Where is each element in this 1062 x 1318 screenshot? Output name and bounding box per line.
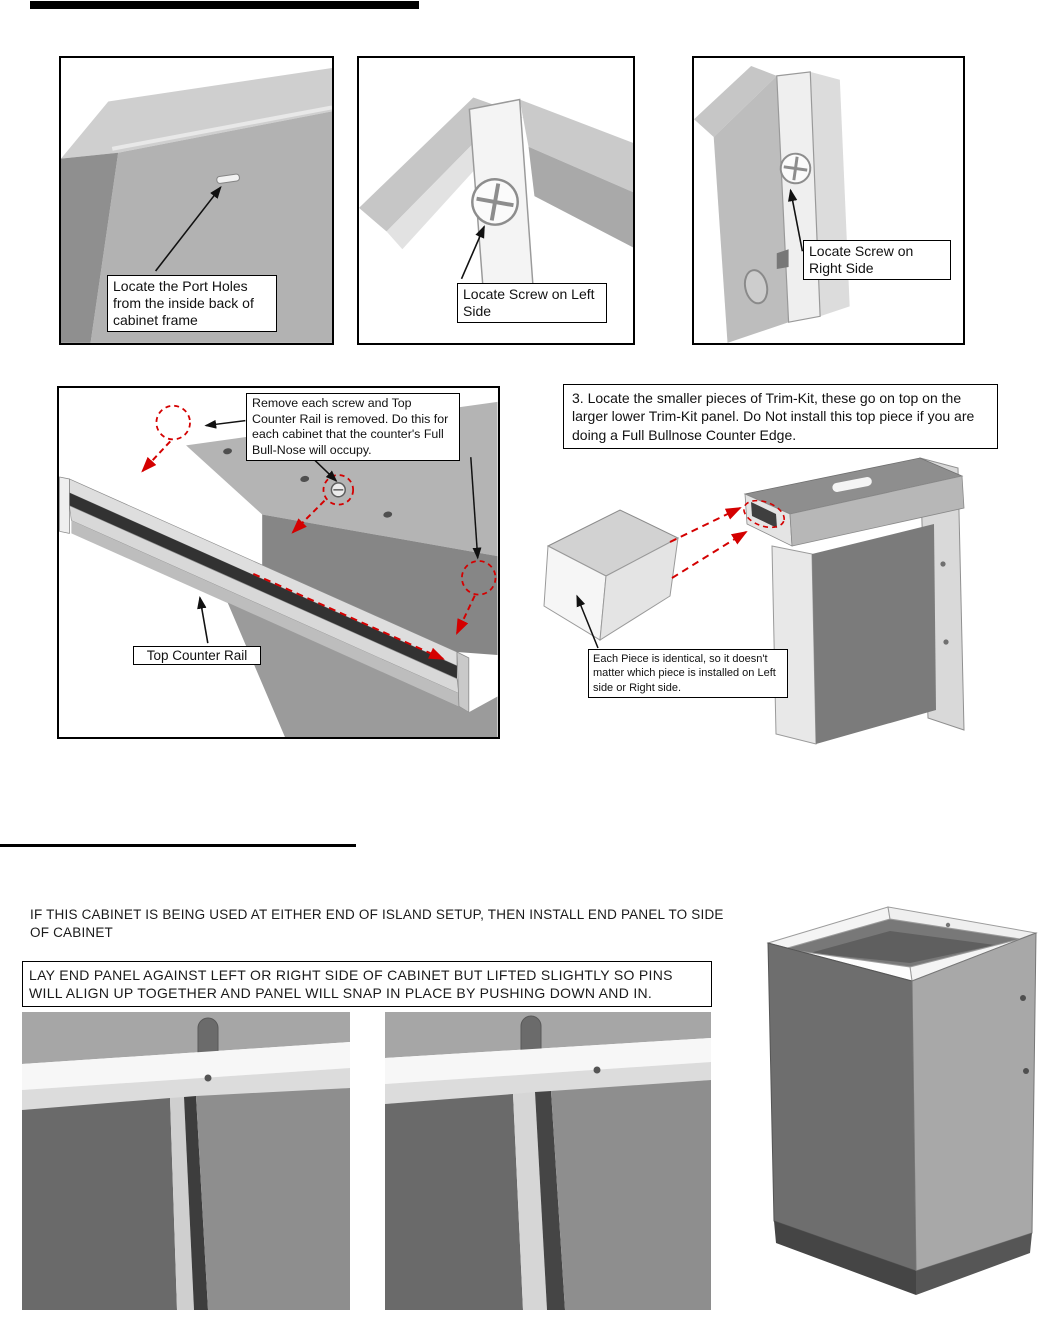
cabinet-base-front (774, 1221, 916, 1295)
rail-highlight-edge (111, 105, 332, 151)
rail-left-end-cap (59, 476, 70, 534)
callout-screw-left: Locate Screw on Left Side (457, 283, 607, 324)
rail-front-face (71, 520, 459, 707)
cabinet-top-slab (519, 99, 633, 193)
oval-hole (743, 269, 769, 305)
step3-instruction: 3. Locate the smaller pieces of Trim-Kit… (563, 384, 998, 450)
screw-hole (223, 448, 232, 455)
top-rail-lower-band (385, 1062, 711, 1104)
rail-right-end-cap (456, 651, 470, 713)
red-dashed-circle (322, 474, 355, 506)
cabinet-side-slab (528, 146, 633, 248)
end-panel-face (385, 1094, 523, 1310)
callout-rail-removal: Remove each screw and Top Counter Rail i… (246, 393, 460, 461)
end-panel-closeup-left (22, 1012, 350, 1310)
screw-hole (383, 511, 393, 518)
cabinet-side-panel (61, 152, 119, 343)
cabinet-frame-shadow (262, 514, 498, 655)
callout-port-holes: Locate the Port Holes from the inside ba… (107, 275, 277, 333)
side-screw-hole (1020, 995, 1026, 1001)
top-rail-white-band (385, 1038, 711, 1084)
red-dashed-arrow (291, 500, 326, 534)
end-panel-face (22, 1098, 177, 1310)
callout-screw-right: Locate Screw on Right Side (803, 240, 951, 281)
cabinet-corner-stile (771, 545, 817, 745)
panel-hole (943, 639, 949, 645)
panel-port-holes: Locate the Port Holes from the inside ba… (59, 56, 334, 345)
redacted-section-title-bar (30, 1, 419, 9)
screw-right-illustration (694, 66, 850, 343)
rim-screw-hole (945, 922, 951, 928)
post-notch (776, 249, 789, 269)
trim-slot (832, 477, 872, 492)
trim-kit-illustration (543, 457, 965, 745)
cabinet-overview (740, 903, 1062, 1310)
panel-edge-highlight (170, 1097, 194, 1310)
end-panel-closeup-right-illustration (385, 1012, 711, 1310)
red-dashed-circle (743, 499, 785, 529)
end-panel-intro-text: IF THIS CABINET IS BEING USED AT EITHER … (30, 907, 724, 940)
panel-hole (940, 561, 946, 567)
panel-edge-highlight (513, 1092, 547, 1310)
red-dashed-arrow (671, 530, 748, 579)
cabinet-top-rail-inside (61, 67, 332, 159)
rail-removal-illustration (59, 401, 498, 737)
arrow-annotation (197, 596, 209, 644)
arrow-annotation (460, 225, 485, 280)
panel-seam (535, 1091, 565, 1310)
arrow-annotation (204, 419, 246, 429)
cabinet-front-face (767, 942, 917, 1272)
cabinet-front-body (227, 602, 498, 737)
arrow-annotation (154, 185, 222, 272)
cabinet-angled-plank (694, 66, 777, 137)
port-hole-slot (216, 173, 240, 184)
trim-kit-lower-panel-front (789, 475, 965, 547)
screw-icon (471, 178, 519, 226)
cabinet-side-face (196, 1088, 350, 1310)
trim-kit-illustration-area: Each Piece is identical, so it doesn't m… (520, 446, 1000, 746)
red-dashed-arrow (456, 595, 476, 635)
label-top-counter-rail: Top Counter Rail (133, 646, 261, 665)
trim-kit-top-piece (543, 509, 680, 641)
side-screw-hole (1023, 1068, 1029, 1074)
cabinet-base-side (916, 1233, 1032, 1295)
pin-hole (204, 1074, 212, 1082)
cabinet-interior-backdrop (22, 1012, 350, 1064)
screw-hole (300, 475, 310, 482)
trim-socket-opening (751, 502, 777, 528)
screw-icon (779, 152, 812, 185)
top-rail-lower-band (22, 1068, 350, 1110)
cabinet-overview-illustration (766, 906, 1038, 1295)
pin-hole (593, 1066, 601, 1074)
arrow-annotation (788, 188, 804, 252)
end-panel-boxed-instruction: LAY END PANEL AGAINST LEFT OR RIGHT SIDE… (22, 961, 712, 1008)
cabinet-interior-backdrop (385, 1012, 711, 1058)
panel-screw-left: Locate Screw on Left Side (357, 56, 635, 345)
red-dashed-arrow (141, 440, 171, 473)
cabinet-side-panel (713, 75, 789, 343)
cabinet-side-face (812, 524, 936, 744)
rail-channel (69, 492, 457, 679)
end-panel-closeup-right (385, 1012, 711, 1310)
cabinet-side-face (551, 1080, 711, 1310)
panel-rail-removal: Remove each screw and Top Counter Rail i… (57, 386, 500, 739)
panel-screw-right: Locate Screw on Right Side (692, 56, 965, 345)
red-dashed-arrow (669, 507, 742, 543)
arrow-annotation (311, 456, 338, 482)
red-dashed-circle (155, 404, 191, 441)
callout-identical-pieces: Each Piece is identical, so it doesn't m… (588, 649, 788, 698)
end-panel-closeup-left-illustration (22, 1012, 350, 1310)
section-divider-rule (0, 844, 356, 847)
screw-left-illustration (359, 97, 633, 318)
top-rail-white-band (22, 1042, 350, 1090)
cabinet-side-face (911, 932, 1037, 1272)
arrow-annotation (576, 594, 599, 649)
cabinet-interior-depth (810, 931, 995, 963)
arrow-annotation (470, 457, 482, 560)
panel-seam (184, 1096, 208, 1310)
cabinet-angled-plank (359, 97, 507, 232)
